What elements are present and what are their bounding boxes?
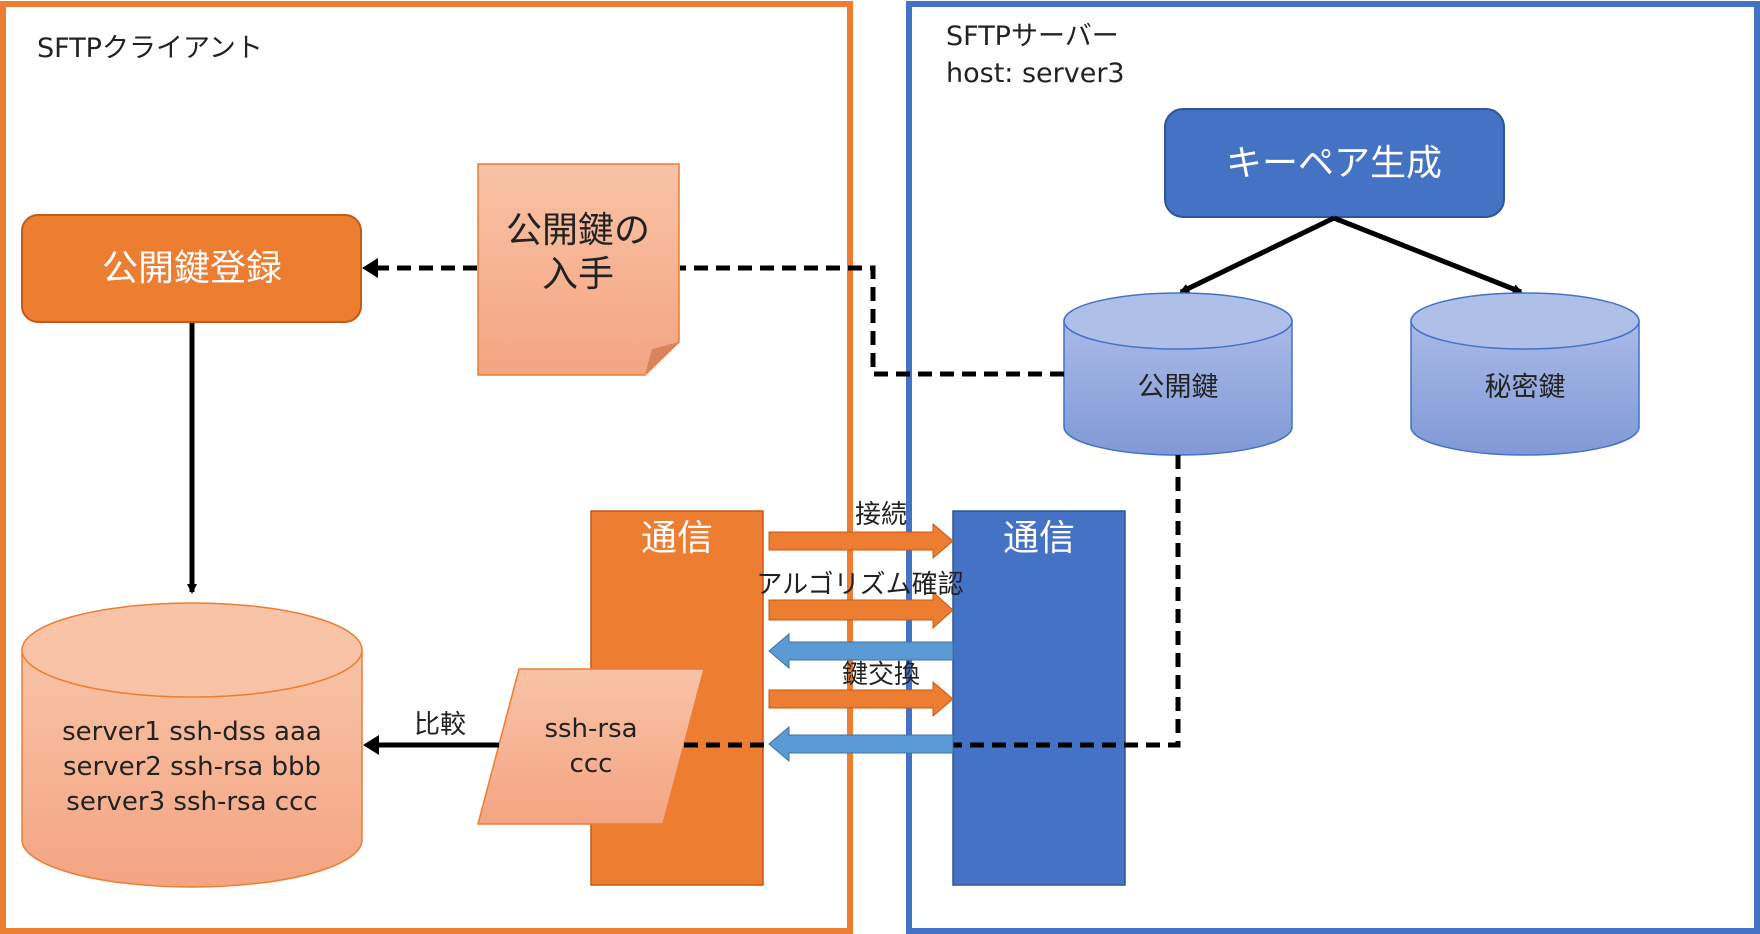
known-host-3: server3 ssh-rsa ccc xyxy=(66,787,317,817)
public-key-transfer-dashed xyxy=(680,265,1064,377)
server-comm-block xyxy=(952,510,1126,886)
server-title: SFTPサーバー xyxy=(946,21,1119,52)
server-frame xyxy=(906,1,1760,934)
keygen-to-private-arrow xyxy=(1333,215,1523,295)
keygen-label: キーペア生成 xyxy=(1226,143,1442,184)
register-label: 公開鍵登録 xyxy=(102,248,282,289)
key-exchange-reply-arrow xyxy=(768,725,954,763)
client-frame xyxy=(0,1,853,934)
obtain-to-register-arrowhead xyxy=(362,258,378,278)
compare-label: 比較 xyxy=(414,710,466,740)
obtain-note-line1: 公開鍵の xyxy=(506,210,650,251)
received-key-line1: ssh-rsa xyxy=(544,714,637,744)
client-comm-label: 通信 xyxy=(641,518,713,559)
keygen-to-public-arrow xyxy=(1179,215,1336,295)
connect-arrow xyxy=(768,522,954,560)
connect-label: 接続 xyxy=(855,500,907,530)
server-host: host: server3 xyxy=(946,58,1125,89)
algorithm-arrow xyxy=(768,590,954,630)
server-private-key-cylinder xyxy=(1410,292,1640,456)
key-exchange-label: 鍵交換 xyxy=(842,660,920,690)
known-hosts-cylinder xyxy=(21,602,363,888)
private-key-label: 秘密鍵 xyxy=(1485,372,1566,403)
obtain-note-line2: 入手 xyxy=(542,254,614,295)
public-key-label: 公開鍵 xyxy=(1138,372,1219,403)
compare-arrowhead xyxy=(363,735,379,755)
algorithm-reply-arrow xyxy=(768,632,954,670)
server-comm-label: 通信 xyxy=(1003,518,1075,559)
algorithm-label: アルゴリズム確認 xyxy=(756,570,963,600)
obtain-note-fold xyxy=(645,342,679,375)
client-title: SFTPクライアント xyxy=(37,33,263,64)
register-box xyxy=(21,214,362,323)
known-host-2: server2 ssh-rsa bbb xyxy=(63,752,321,782)
received-key-parallelogram xyxy=(477,668,705,825)
received-key-line2: ccc xyxy=(570,749,613,779)
server-public-key-cylinder xyxy=(1063,292,1293,456)
key-exchange-arrow xyxy=(768,680,954,718)
known-host-1: server1 ssh-dss aaa xyxy=(62,717,322,747)
